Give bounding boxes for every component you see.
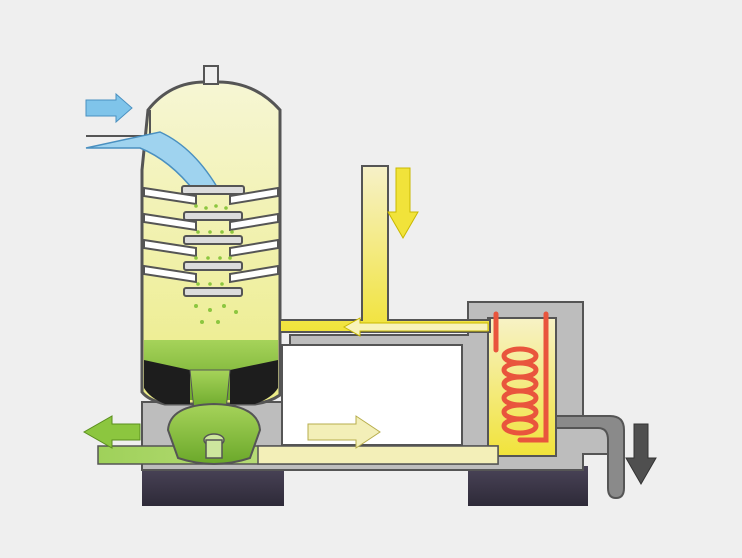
treated-outlet-arrow-icon [82, 415, 141, 449]
steam-riser-pipe [279, 165, 491, 333]
storage-basin [166, 402, 262, 465]
hot-liquid-return-arrow-icon [342, 317, 489, 337]
heating-coil [493, 311, 549, 443]
bypass-flow-arrow-icon [307, 415, 381, 449]
condensate-drain-arrow-icon [625, 423, 657, 486]
spray-trays [143, 185, 279, 324]
cold-water-inlet-arrow-icon [85, 92, 133, 124]
base-slab [142, 466, 588, 506]
steam-supply-arrow-icon [387, 167, 419, 240]
drain-trap [555, 415, 625, 500]
outlet-pipe [97, 445, 499, 465]
